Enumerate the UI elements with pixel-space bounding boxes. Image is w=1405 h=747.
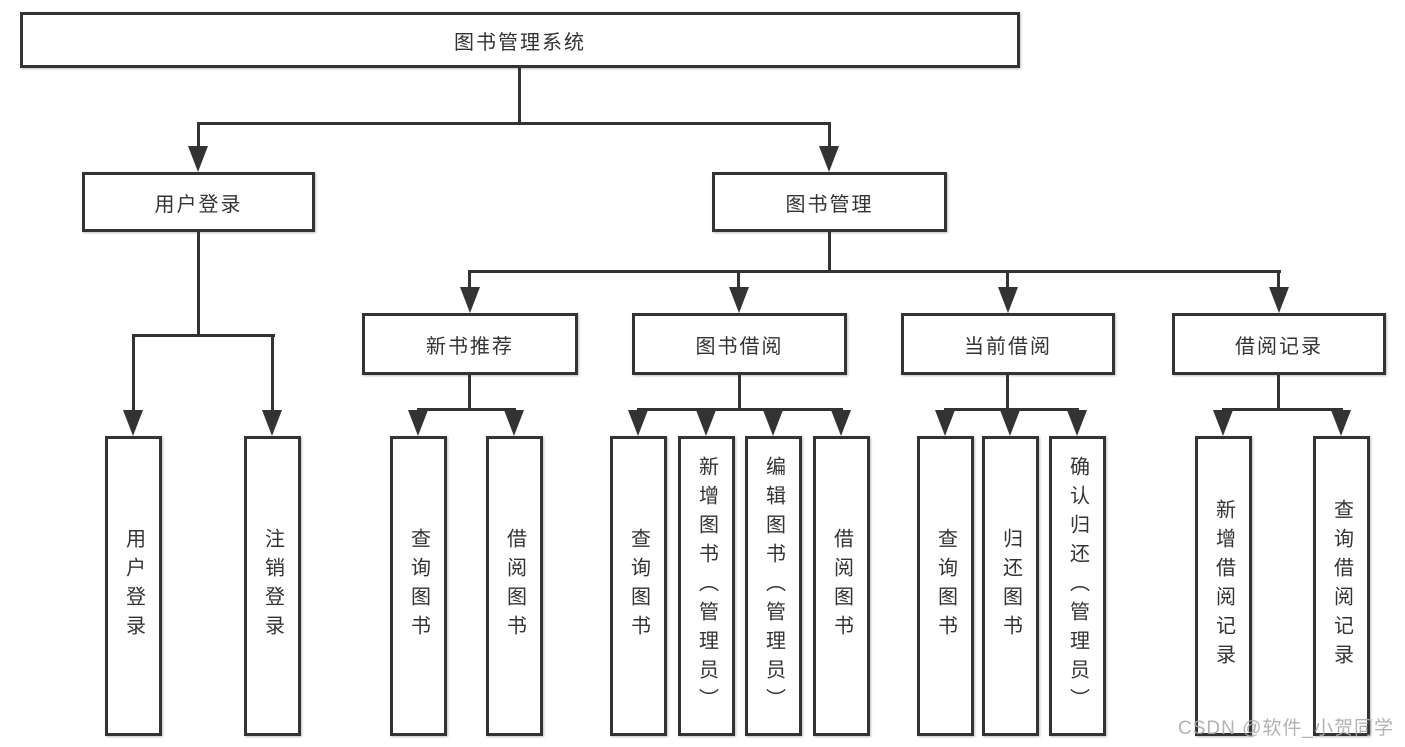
connector-line [1006, 270, 1009, 289]
leaf-label: 编辑图书（管理员） [762, 455, 785, 717]
node-label: 当前借阅 [964, 335, 1052, 358]
leaf-add-borrow-record: 新增借阅记录 [1195, 436, 1252, 736]
connector-line [132, 334, 275, 337]
arrow-down-icon [696, 410, 716, 436]
leaf-logout: 注销登录 [244, 436, 301, 736]
node-book-borrowing: 图书借阅 [632, 313, 847, 375]
leaf-edit-books-admin: 编辑图书（管理员） [745, 436, 802, 736]
connector-line [1277, 375, 1280, 408]
connector-line [738, 375, 741, 408]
connector-line [1277, 270, 1280, 289]
connector-line [1006, 375, 1009, 408]
node-book-management: 图书管理 [712, 172, 947, 232]
arrow-down-icon [188, 146, 208, 172]
connector-line [197, 122, 200, 148]
arrow-down-icon [123, 410, 143, 436]
arrow-down-icon [831, 410, 851, 436]
connector-line [468, 270, 1281, 273]
arrow-down-icon [819, 146, 839, 172]
connector-line [417, 408, 516, 411]
arrow-down-icon [628, 410, 648, 436]
leaf-query-borrow-record: 查询借阅记录 [1313, 436, 1370, 736]
leaf-query-books-borrowing: 查询图书 [610, 436, 667, 736]
node-label: 借阅记录 [1235, 335, 1323, 358]
leaf-add-books-admin: 新增图书（管理员） [678, 436, 735, 736]
arrow-down-icon [1067, 410, 1087, 436]
leaf-label: 确认归还（管理员） [1066, 455, 1089, 717]
arrow-down-icon [408, 410, 428, 436]
node-label: 新书推荐 [426, 335, 514, 358]
arrow-down-icon [1269, 287, 1289, 313]
connector-line [468, 375, 471, 408]
leaf-label: 用户登录 [122, 528, 145, 644]
node-label: 图书借阅 [695, 335, 784, 358]
node-new-book-recommendation: 新书推荐 [362, 313, 578, 375]
node-label: 图书管理系统 [454, 31, 586, 54]
arrow-down-icon [504, 410, 524, 436]
connector-line [197, 122, 831, 125]
arrow-down-icon [998, 287, 1018, 313]
leaf-label: 查询图书 [627, 528, 650, 644]
arrow-down-icon [1331, 410, 1351, 436]
connector-line [132, 334, 135, 412]
leaf-label: 借阅图书 [503, 528, 526, 644]
node-borrowing-records: 借阅记录 [1172, 313, 1386, 375]
node-current-borrowing: 当前借阅 [901, 313, 1115, 375]
connector-line [637, 408, 843, 411]
connector-line [944, 408, 1079, 411]
leaf-label: 查询图书 [934, 528, 957, 644]
arrow-down-icon [460, 287, 480, 313]
leaf-borrow-books-recommend: 借阅图书 [486, 436, 543, 736]
node-library-management-system: 图书管理系统 [20, 12, 1020, 68]
leaf-label: 借阅图书 [830, 528, 853, 644]
connector-line [271, 334, 274, 412]
arrow-down-icon [763, 410, 783, 436]
leaf-label: 新增借阅记录 [1212, 499, 1235, 673]
leaf-label: 新增图书（管理员） [695, 455, 718, 717]
arrow-down-icon [1213, 410, 1233, 436]
leaf-user-login: 用户登录 [105, 436, 162, 736]
node-user-login: 用户登录 [82, 172, 315, 232]
connector-line [518, 68, 521, 122]
csdn-watermark: CSDN @软件_小贺同学 [1178, 718, 1394, 739]
connector-line [468, 270, 471, 289]
arrow-down-icon [1000, 410, 1020, 436]
leaf-return-books: 归还图书 [982, 436, 1039, 736]
connector-line [737, 270, 740, 289]
leaf-label: 注销登录 [261, 528, 284, 644]
arrow-down-icon [935, 410, 955, 436]
leaf-borrow-books-borrowing: 借阅图书 [813, 436, 870, 736]
arrow-down-icon [729, 287, 749, 313]
connector-line [1222, 408, 1343, 411]
leaf-query-books-current: 查询图书 [917, 436, 974, 736]
connector-line [197, 232, 200, 334]
arrow-down-icon [262, 410, 282, 436]
leaf-label: 归还图书 [999, 528, 1022, 644]
connector-line [828, 232, 831, 270]
leaf-confirm-return-admin: 确认归还（管理员） [1049, 436, 1106, 736]
connector-line [828, 122, 831, 148]
node-label: 用户登录 [154, 193, 243, 216]
leaf-label: 查询图书 [407, 528, 430, 644]
leaf-label: 查询借阅记录 [1330, 499, 1353, 673]
leaf-query-books-recommend: 查询图书 [390, 436, 447, 736]
node-label: 图书管理 [785, 193, 874, 216]
